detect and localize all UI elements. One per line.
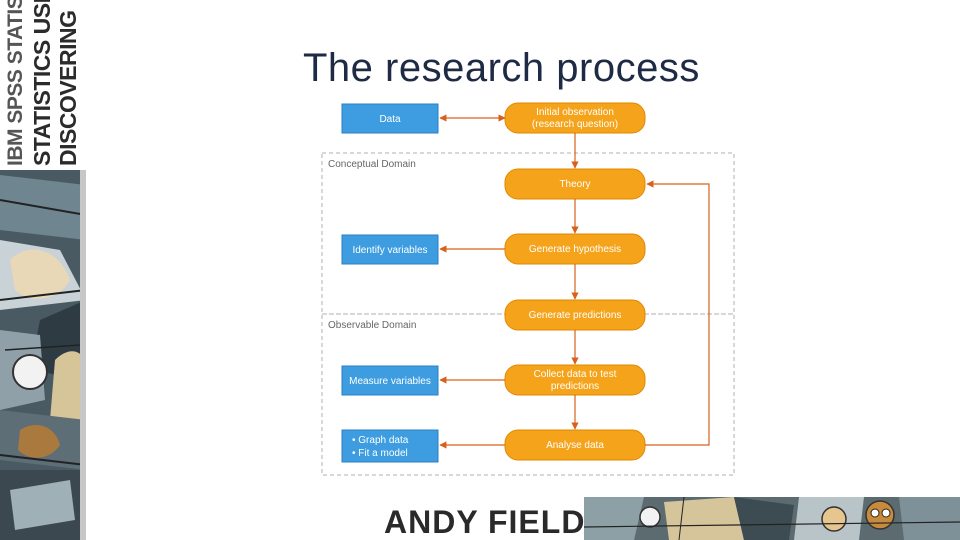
collect-data-line2: predictions (551, 381, 599, 392)
measure-variables-label: Measure variables (349, 376, 431, 387)
arrow-feedback-loop (645, 180, 710, 446)
comic-collage (0, 170, 86, 540)
bottom-comic-art (584, 497, 960, 540)
identify-variables-box (341, 234, 439, 265)
side-comic-art: DISCOVERING STATISTICS USING IBM SPSS ST… (0, 0, 86, 540)
conceptual-domain-label: Conceptual Domain (328, 159, 416, 170)
book-branding: DISCOVERING STATISTICS USING IBM SPSS ST… (0, 0, 86, 170)
fit-model-label: • Fit a model (352, 448, 408, 459)
graph-fit-box (341, 429, 439, 463)
observable-domain-label: Observable Domain (328, 320, 416, 331)
measure-variables-box (341, 365, 439, 396)
initial-observation-line1: Initial observation (536, 107, 614, 118)
data-label: Data (379, 114, 401, 125)
analyse-data-label: Analyse data (546, 440, 604, 451)
comic-strip (584, 497, 960, 540)
slide-title: The research process (303, 46, 700, 90)
identify-variables-label: Identify variables (352, 245, 427, 256)
graph-data-label: • Graph data (352, 435, 409, 446)
generate-predictions-label: Generate predictions (529, 310, 622, 321)
collect-data-line1: Collect data to test (534, 369, 617, 380)
theory-label: Theory (559, 179, 590, 190)
generate-hypothesis-label: Generate hypothesis (529, 244, 621, 255)
author-name: ANDY FIELD (384, 504, 586, 540)
initial-observation-line2: (research question) (532, 119, 618, 130)
data-box (341, 103, 439, 134)
